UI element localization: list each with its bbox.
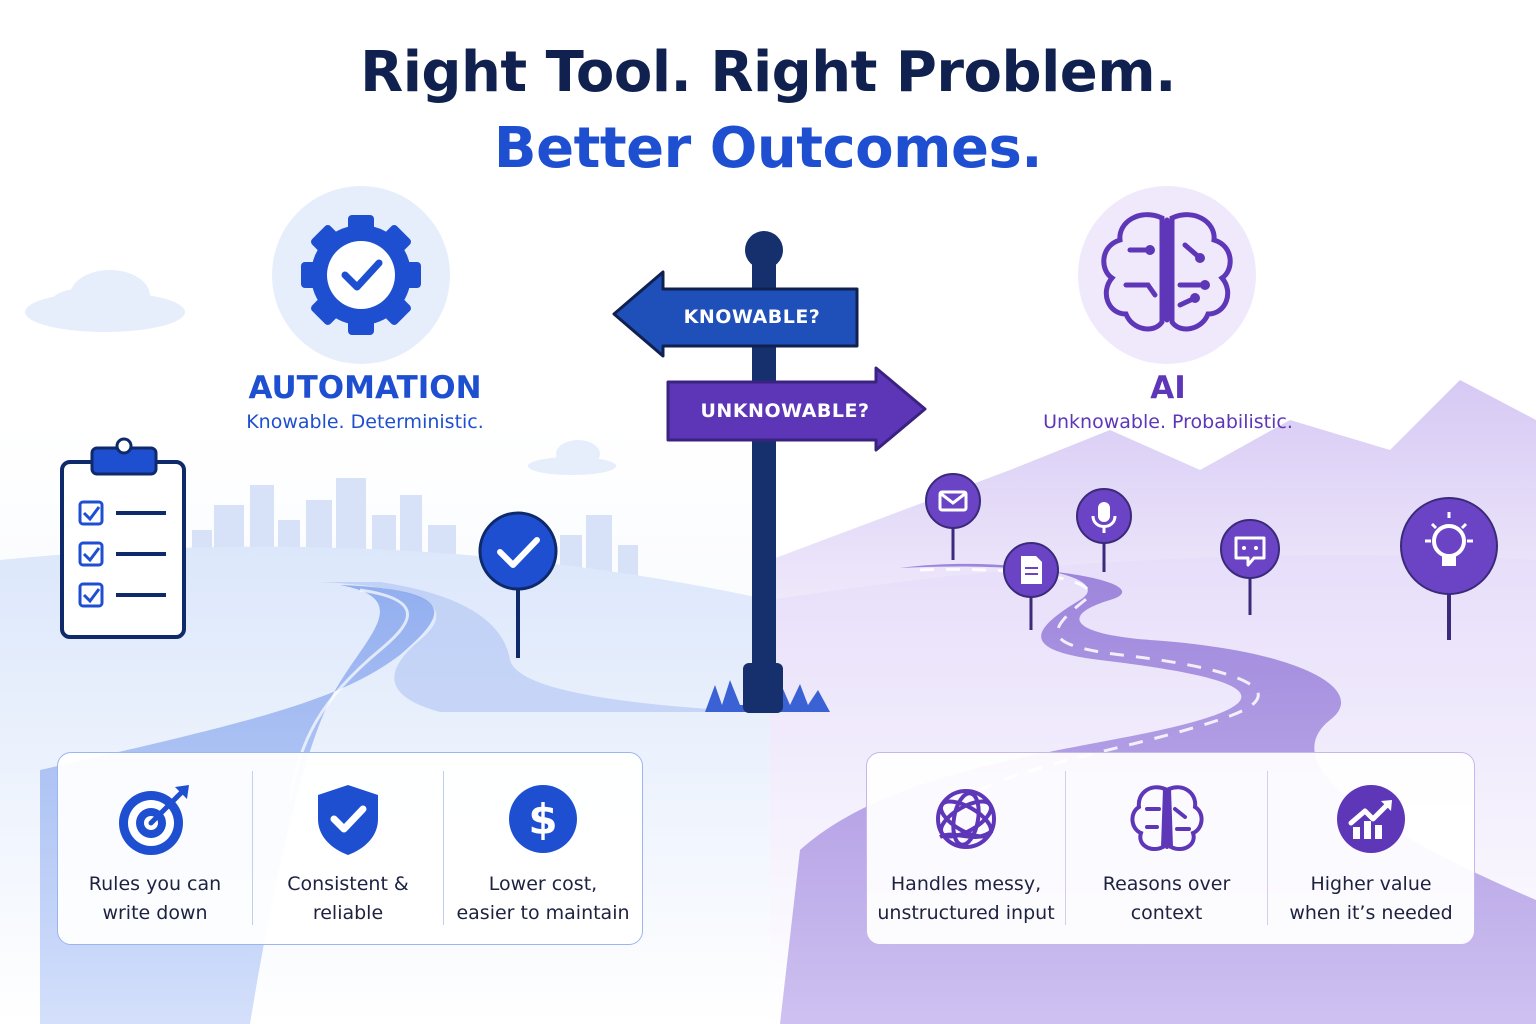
lightbulb-pin-icon (1400, 497, 1498, 640)
checkpoint-check-pin (478, 511, 558, 658)
page-title: Right Tool. Right Problem. (360, 40, 1176, 105)
microphone-pin-icon (1076, 488, 1132, 572)
ai-subheading: Unknowable. Probabilistic. (1043, 411, 1293, 433)
cloud-small (528, 440, 616, 475)
dollar-icon: $ (509, 785, 577, 853)
page-subtitle: Better Outcomes. (493, 116, 1043, 181)
knowable-sign (612, 270, 859, 358)
feature-higher-value: Higher value when it’s needed (1268, 753, 1474, 946)
feature-label-line1: Consistent & (287, 873, 409, 895)
ai-heading: AI (1150, 370, 1186, 406)
shield-check-icon (318, 785, 378, 855)
feature-messy-input: Handles messy, unstructured input (867, 753, 1065, 946)
svg-text:$: $ (528, 795, 557, 844)
target-icon (119, 785, 189, 855)
mail-pin-icon (925, 473, 981, 560)
brain-circuit-icon (1078, 186, 1256, 364)
divider (1267, 771, 1268, 925)
automation-features-panel: Rules you can write down Consistent & re… (57, 752, 643, 945)
unknowable-sign-label: UNKNOWABLE? (700, 400, 870, 422)
clipboard-checklist-icon (60, 437, 186, 639)
gear-check-icon (272, 186, 450, 364)
feature-rules: Rules you can write down (58, 753, 252, 946)
feature-label-line2: write down (102, 902, 208, 924)
feature-cost: $ Lower cost, easier to maintain (444, 753, 642, 946)
feature-label-line2: reliable (312, 902, 384, 924)
automation-heading: AUTOMATION (248, 370, 482, 406)
feature-label-line1: Handles messy, (890, 873, 1042, 895)
feature-label-line1: Rules you can (88, 873, 222, 895)
ai-features-panel: Handles messy, unstructured input Reason… (866, 752, 1475, 945)
feature-label-line1: Reasons over (1102, 873, 1231, 895)
feature-label-line1: Lower cost, (488, 873, 598, 895)
feature-reasons: Reasons over context (1066, 753, 1267, 946)
feature-label-line2: when it’s needed (1289, 902, 1453, 924)
feature-label-line2: easier to maintain (456, 902, 630, 924)
feature-label-line1: Higher value (1310, 873, 1432, 895)
feature-label-line2: unstructured input (877, 902, 1055, 924)
signpost (705, 231, 830, 713)
unknowable-sign (666, 366, 927, 452)
feature-label-line2: context (1130, 902, 1203, 924)
cloud-left (25, 270, 185, 332)
feature-consistent: Consistent & reliable (253, 753, 443, 946)
growth-chart-icon (1337, 785, 1405, 853)
automation-subheading: Knowable. Deterministic. (246, 411, 484, 433)
divider (1065, 771, 1066, 925)
divider (252, 771, 253, 925)
divider (443, 771, 444, 925)
brain-icon (1130, 785, 1203, 852)
chat-pin-icon (1220, 519, 1280, 615)
document-pin-icon (1003, 542, 1059, 630)
knowable-sign-label: KNOWABLE? (683, 306, 821, 328)
tangle-icon (936, 789, 996, 849)
